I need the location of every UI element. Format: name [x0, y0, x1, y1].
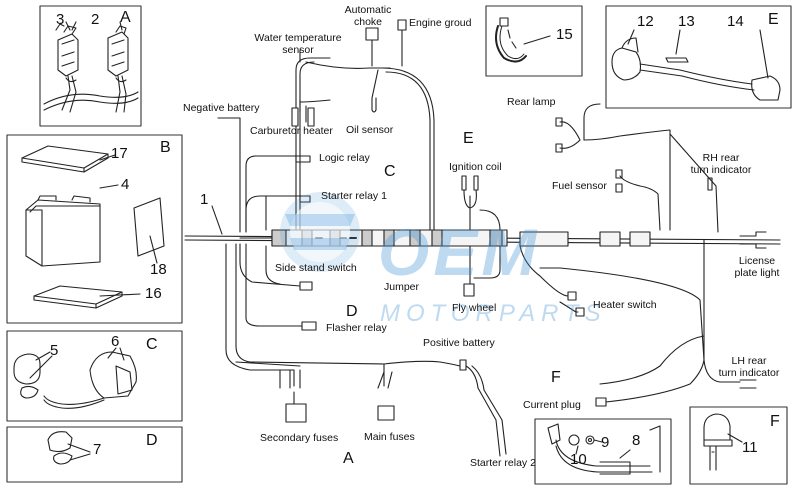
panel-f-plug	[689, 406, 788, 485]
label-starter-relay-2: Starter relay 2	[470, 457, 536, 469]
label-oil-sensor: Oil sensor	[346, 124, 394, 136]
label-flasher-relay: Flasher relay	[326, 322, 387, 334]
part-number-3: 3	[56, 11, 65, 28]
label-water-temperature-sensor: Water temperature sensor	[254, 32, 342, 56]
label-logic-relay: Logic relay	[319, 152, 370, 164]
part-number-5: 5	[50, 342, 59, 359]
plug-wire-illustration	[611, 37, 781, 101]
part-number-2: 2	[91, 11, 100, 28]
section-letter-f-inset: F	[770, 413, 780, 430]
stand-switch-illustration	[13, 351, 137, 409]
panel-a	[39, 5, 142, 127]
part-number-1: 1	[200, 191, 209, 208]
panel-c	[6, 330, 183, 422]
label-lh-rear-turn-indicator: LH rear turn indicator	[718, 355, 780, 379]
watermark-brand: OEM	[378, 215, 541, 289]
panel-15	[485, 5, 583, 77]
label-license-plate-light: License plate light	[734, 255, 780, 279]
part-number-11: 11	[742, 439, 758, 456]
label-main-fuses: Main fuses	[364, 431, 415, 443]
label-engine-groud: Engine groud	[409, 17, 472, 29]
label-current-plug: Current plug	[523, 399, 581, 411]
label-automatic-choke: Automatic choke	[344, 4, 392, 28]
label-secondary-fuses: Secondary fuses	[260, 432, 339, 444]
harness-lower-branches	[225, 239, 757, 457]
part-number-18: 18	[150, 261, 167, 278]
harness-top-branches	[217, 19, 767, 249]
section-letter-e: E	[463, 130, 474, 147]
label-carburetor-heater: Carburetor heater	[250, 125, 333, 137]
panel-b	[6, 134, 183, 324]
part-number-4: 4	[121, 176, 130, 193]
section-letter-c-inset: C	[146, 336, 158, 353]
label-jumper: Jumper	[384, 281, 420, 293]
section-letter-d: D	[346, 303, 358, 320]
label-rh-rear-turn-indicator: RH rear turn indicator	[690, 152, 752, 176]
part-number-17: 17	[111, 145, 128, 162]
label-negative-battery: Negative battery	[183, 102, 260, 114]
connectors-illustration	[43, 21, 139, 113]
part-number-15: 15	[556, 26, 573, 43]
section-letter-d-inset: D	[146, 432, 158, 449]
watermark-logo	[280, 192, 360, 272]
section-letter-e-inset: E	[768, 11, 779, 28]
section-letter-a: A	[343, 450, 354, 467]
panel-f-battery	[534, 418, 672, 485]
label-starter-relay-1: Starter relay 1	[321, 190, 387, 202]
cable-clip-illustration	[495, 17, 527, 63]
label-side-stand-switch: Side stand switch	[275, 262, 357, 274]
label-heater-switch: Heater switch	[593, 299, 657, 311]
panel-d	[6, 426, 183, 483]
socket-illustration	[703, 413, 733, 471]
relay-illustration	[47, 431, 73, 465]
part-number-13: 13	[678, 13, 695, 30]
label-ignition-coil: Ignition coil	[449, 161, 502, 173]
part-number-12: 12	[637, 13, 654, 30]
section-letter-b: B	[160, 139, 171, 156]
label-fuel-sensor: Fuel sensor	[552, 180, 607, 192]
panel-e	[605, 5, 792, 109]
part-number-7: 7	[93, 441, 102, 458]
part-number-10: 10	[570, 451, 587, 468]
label-rear-lamp: Rear lamp	[507, 96, 556, 108]
section-letter-a-inset: A	[120, 9, 131, 26]
watermark-subtitle: MOTORPARTS	[380, 300, 607, 327]
battery-cable-illustration	[547, 423, 661, 475]
part-number-8: 8	[632, 432, 641, 449]
battery-illustration	[21, 145, 165, 309]
label-positive-battery: Positive battery	[423, 337, 495, 349]
section-letter-f: F	[551, 369, 561, 386]
part-number-9: 9	[601, 434, 610, 451]
part-number-14: 14	[727, 13, 744, 30]
part-number-16: 16	[145, 285, 162, 302]
part-number-6: 6	[111, 333, 120, 350]
section-letter-c: C	[384, 163, 396, 180]
label-fly-wheel: Fly wheel	[452, 302, 497, 314]
